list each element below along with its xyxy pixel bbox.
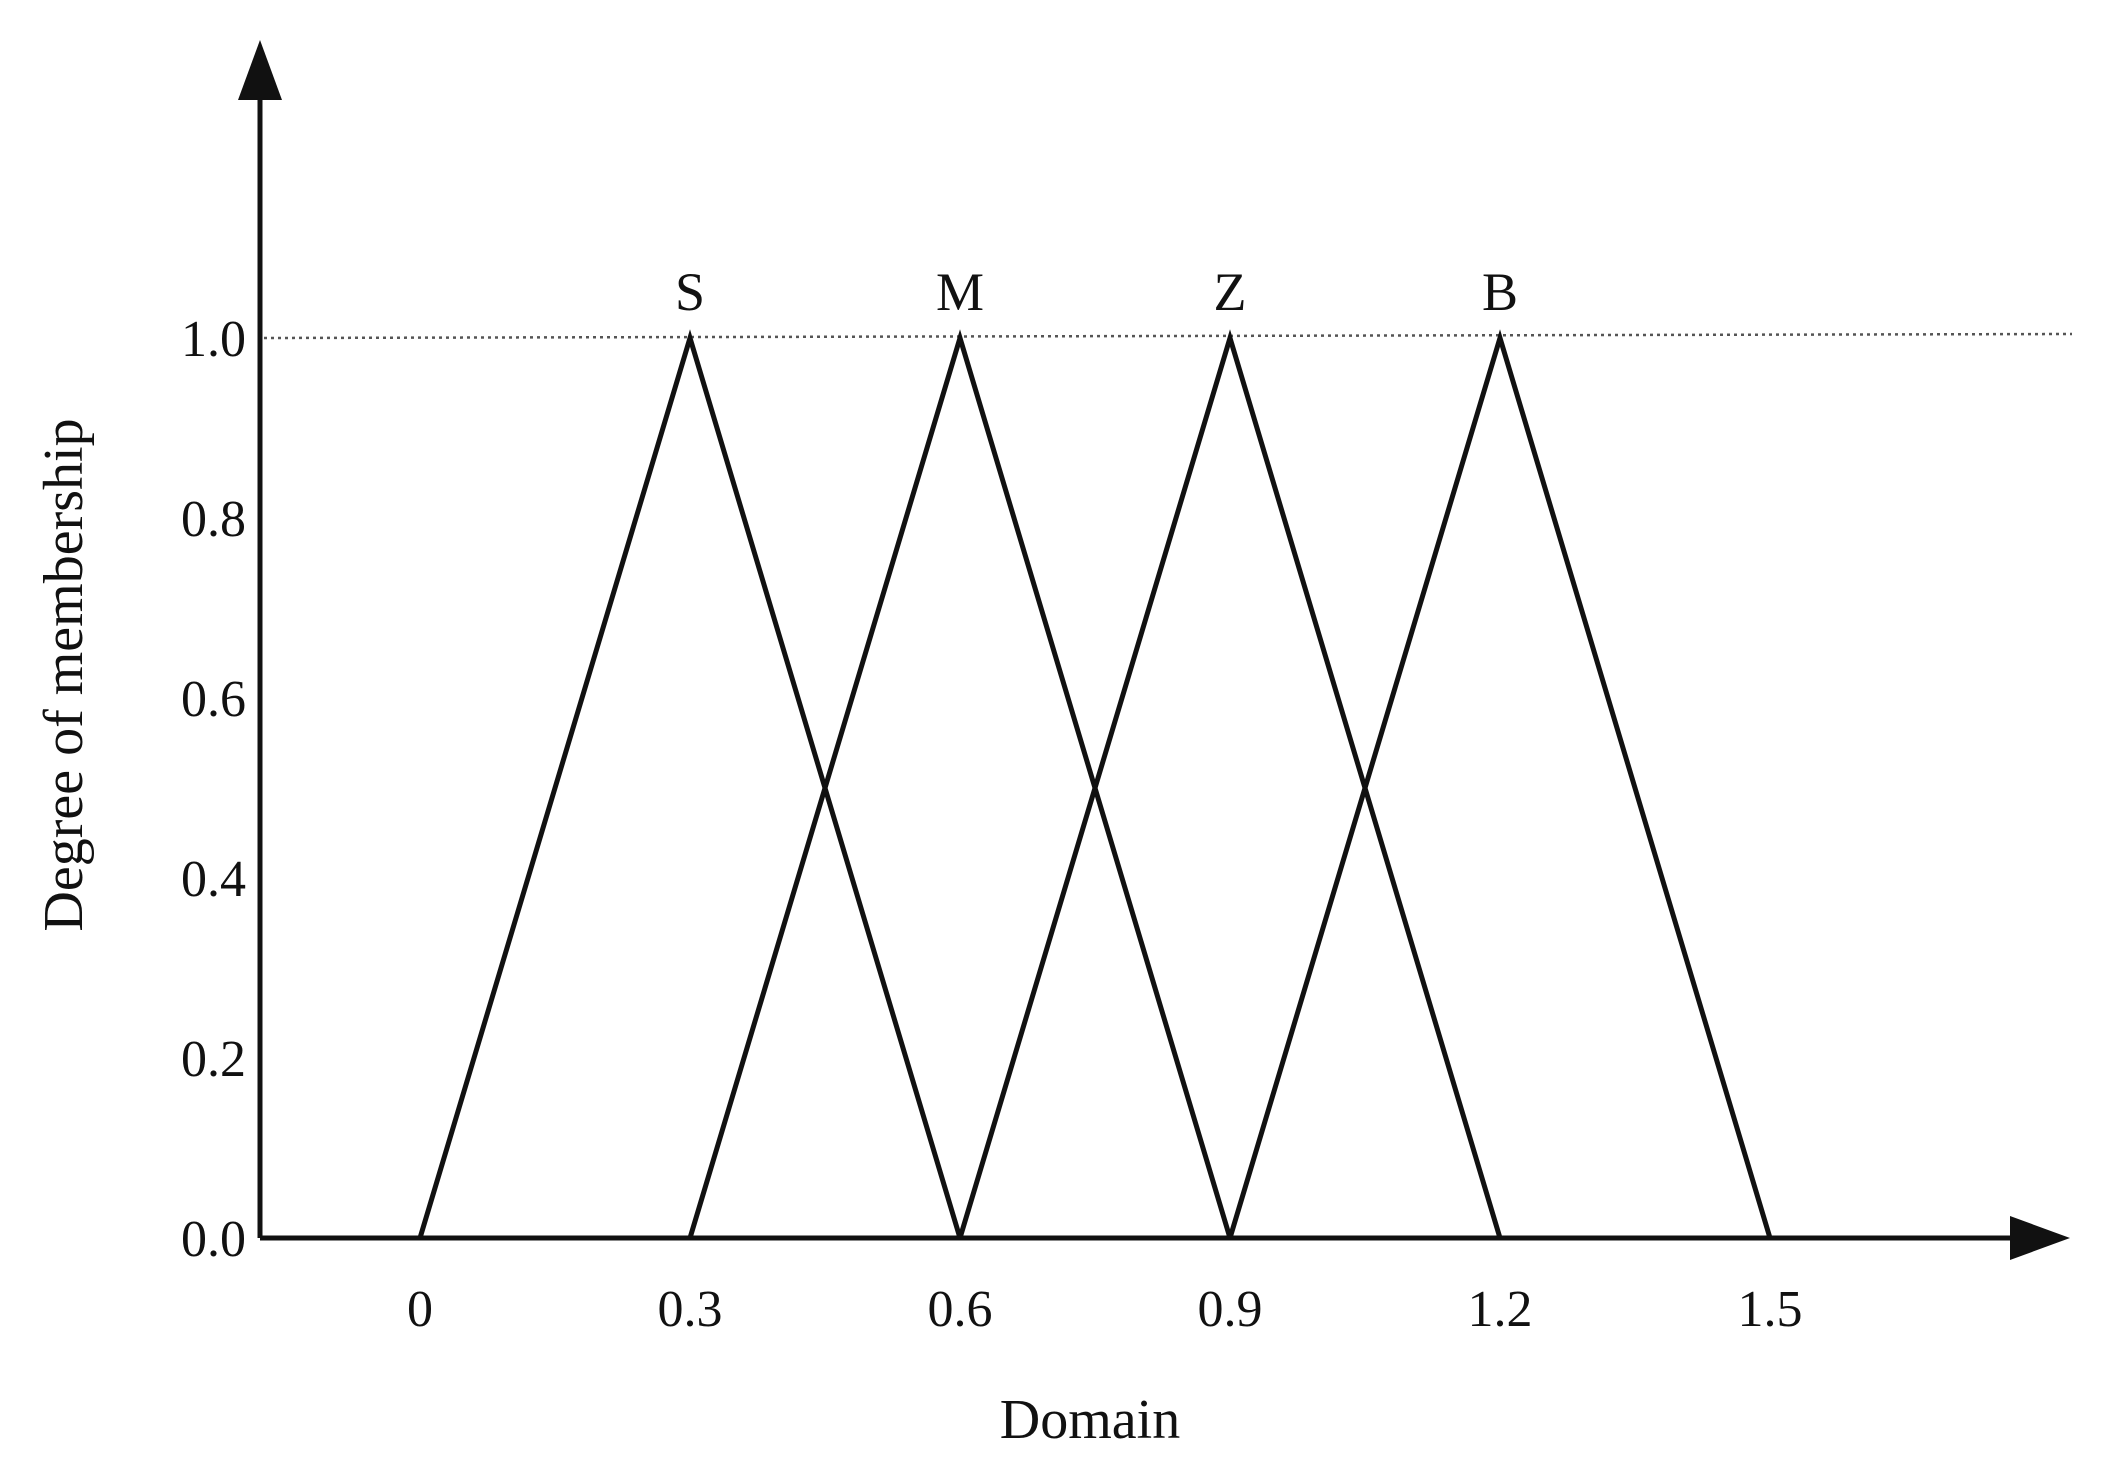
axes: 0 0.3 0.6 0.9 1.2 1.5 0.0 0.2 0.4 0.6 0.8 1.0 Doma… — [33, 40, 2070, 1451]
series-label-z: Z — [1214, 262, 1247, 322]
series-label-m: M — [936, 262, 984, 322]
x-tick-label: 0 — [407, 1281, 433, 1338]
y-tick-label: 0.4 — [181, 851, 246, 908]
y-axis-arrow-icon — [238, 40, 282, 100]
x-tick-label: 0.9 — [1198, 1281, 1263, 1338]
y-tick-label: 0.8 — [181, 491, 246, 548]
membership-series-b — [1227, 329, 1773, 1239]
series-layer — [417, 329, 1773, 1239]
reference-layer — [263, 332, 2073, 340]
series-label-b: B — [1482, 262, 1518, 322]
y-axis-title: Degree of membership — [33, 418, 95, 931]
x-tick-label: 0.3 — [658, 1281, 723, 1338]
x-tick-label: 1.2 — [1468, 1281, 1533, 1338]
x-tick-label: 1.5 — [1738, 1281, 1803, 1338]
y-tick-label: 0.6 — [181, 671, 246, 728]
membership-series-m — [687, 329, 1233, 1239]
y-tick-label: 1.0 — [181, 311, 246, 368]
x-tick-labels: 0 0.3 0.6 0.9 1.2 1.5 — [407, 1281, 1803, 1338]
membership-series-s — [417, 329, 963, 1239]
x-axis-arrow-icon — [2010, 1216, 2070, 1260]
series-label-s: S — [675, 262, 705, 322]
y-tick-labels: 0.0 0.2 0.4 0.6 0.8 1.0 — [181, 311, 246, 1268]
y-tick-label: 0.2 — [181, 1031, 246, 1088]
membership-series-z — [957, 329, 1503, 1239]
x-axis-title: Domain — [1000, 1389, 1180, 1451]
reference-line-max — [263, 332, 2073, 340]
x-tick-label: 0.6 — [928, 1281, 993, 1338]
y-tick-label: 0.0 — [181, 1211, 246, 1268]
